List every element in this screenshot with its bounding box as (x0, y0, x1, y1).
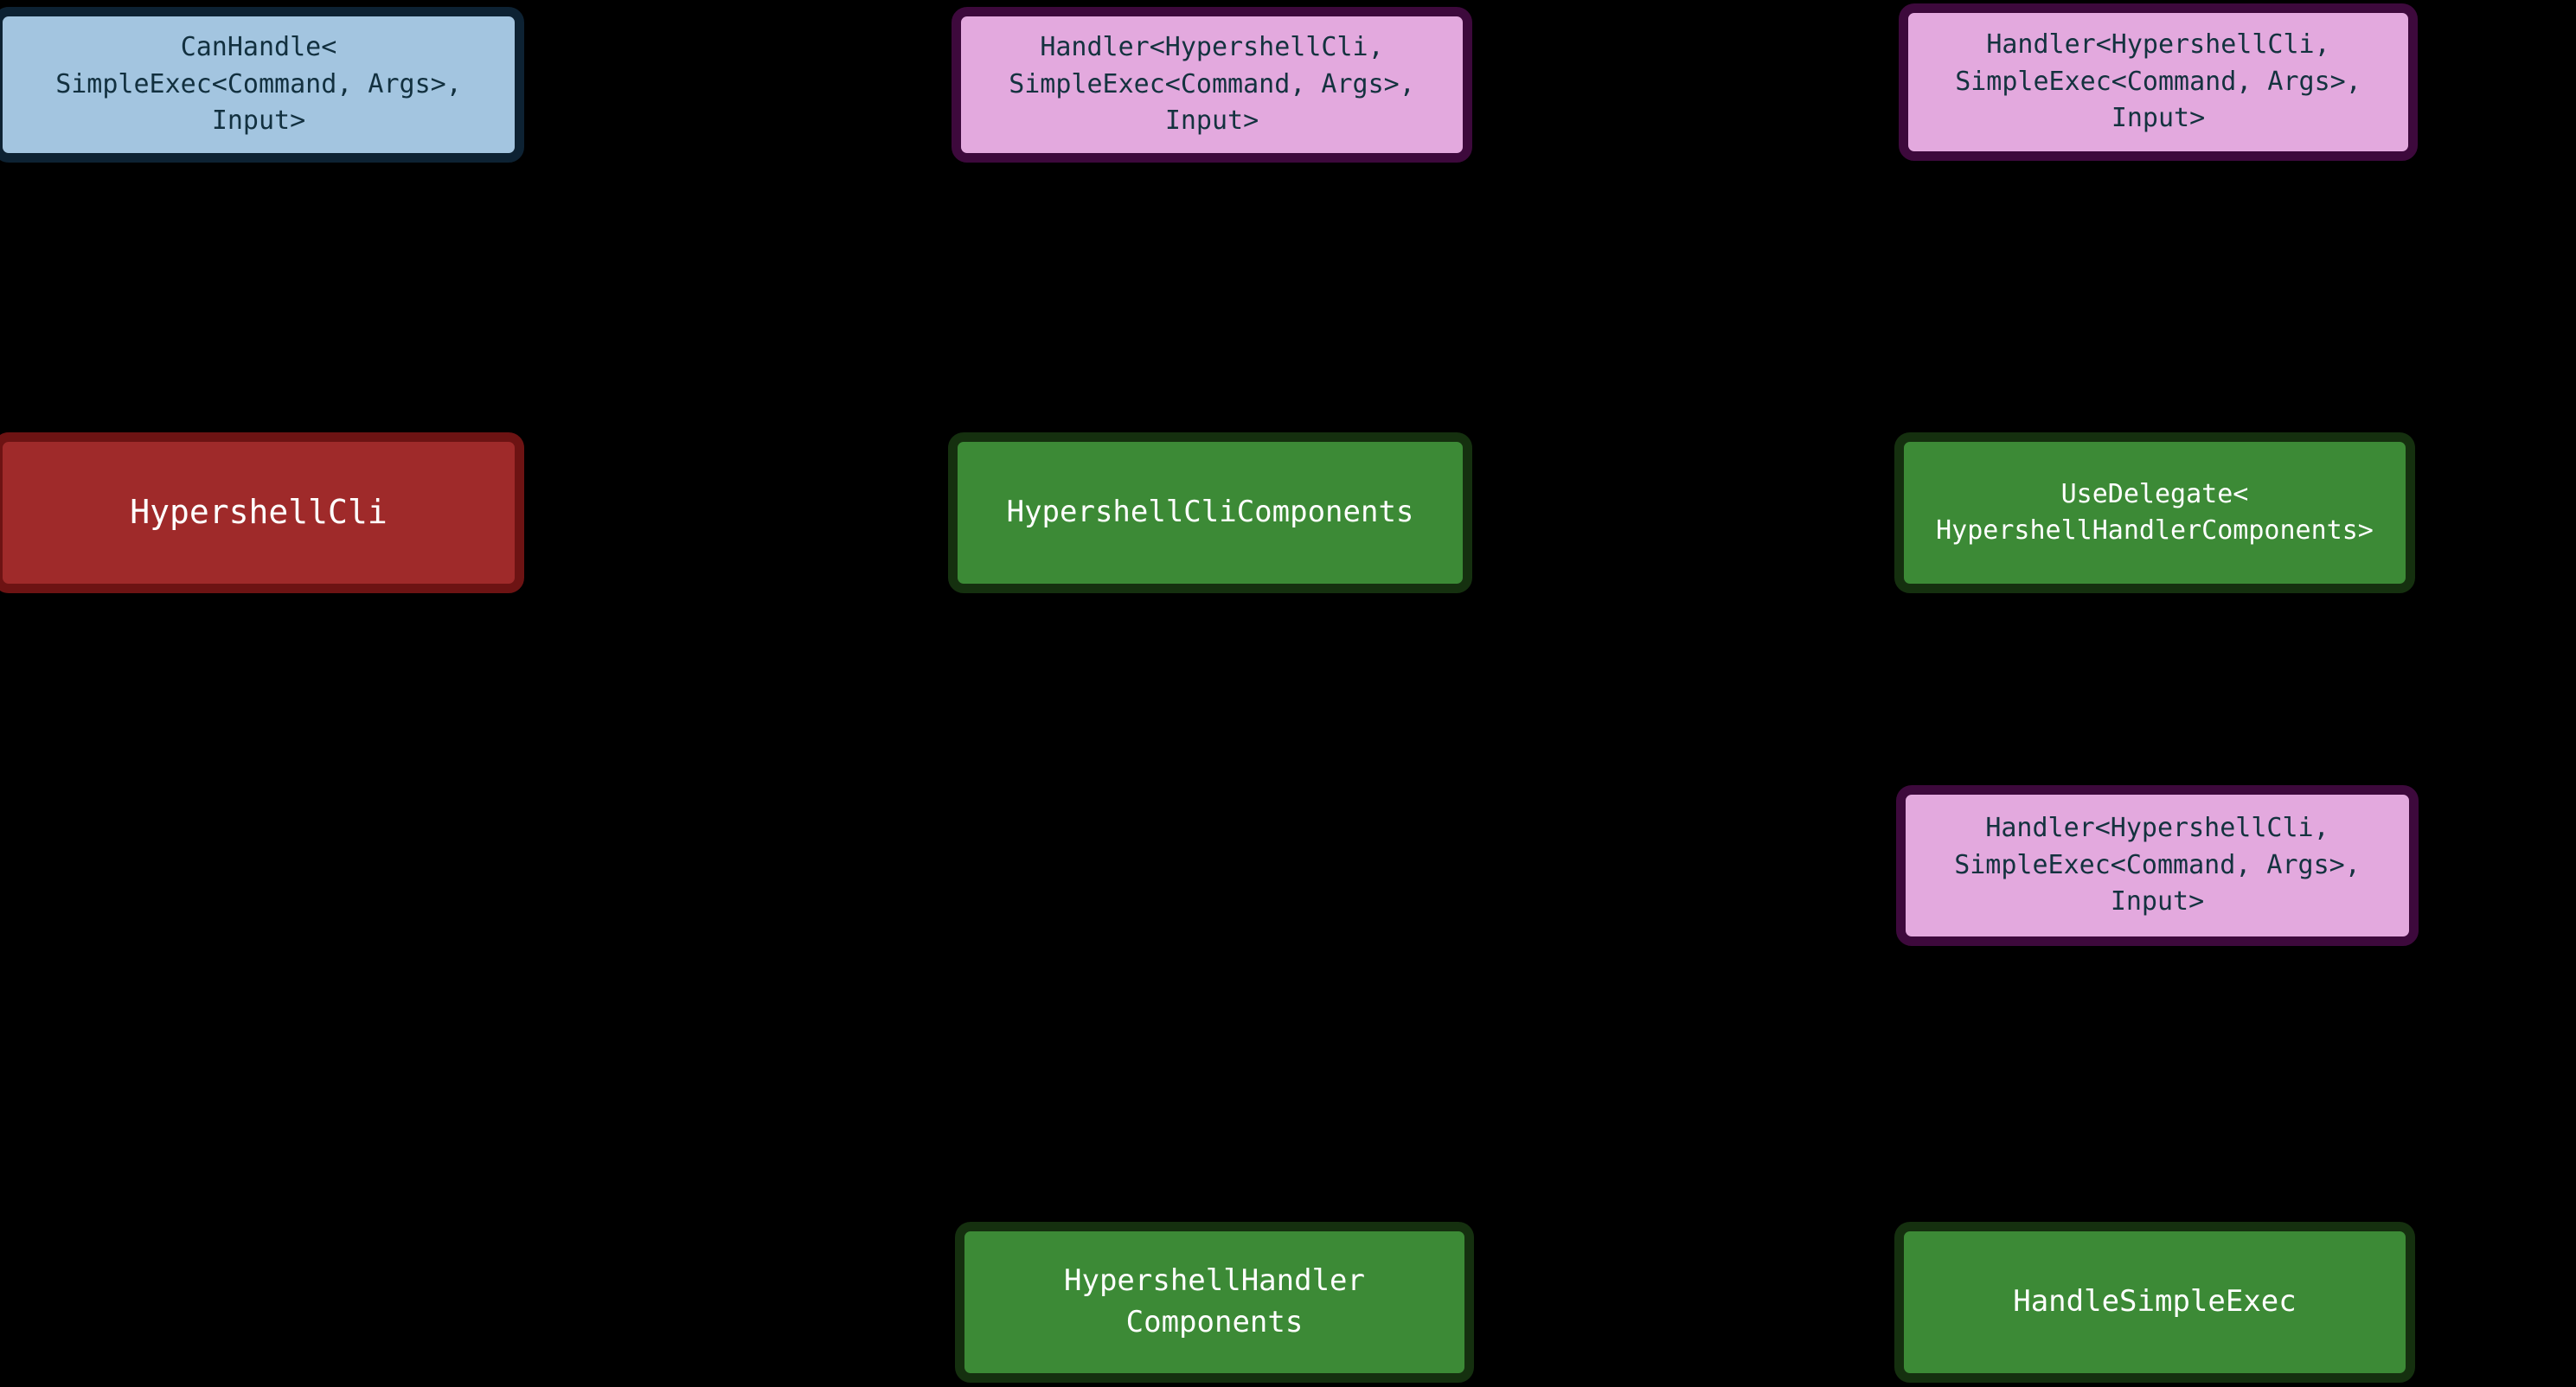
node-label: HypershellCliComponents (1006, 495, 1414, 530)
node-handler-hypershellcli-simpleexec-top-right[interactable]: Handler<HypershellCli, SimpleExec<Comman… (1899, 3, 2418, 161)
node-label: Handler<HypershellCli, SimpleExec<Comman… (1955, 29, 2361, 134)
node-handler-hypershellcli-simpleexec-top-mid[interactable]: Handler<HypershellCli, SimpleExec<Comman… (952, 7, 1472, 163)
node-label: Handler<HypershellCli, SimpleExec<Comman… (1009, 32, 1415, 137)
node-use-delegate-hypershell-handler-components[interactable]: UseDelegate< HypershellHandlerComponents… (1894, 432, 2415, 593)
node-label: HypershellHandler Components (1064, 1263, 1365, 1339)
node-label: Handler<HypershellCli, SimpleExec<Comman… (1954, 813, 2361, 917)
node-can-handle-simple-exec[interactable]: CanHandle< SimpleExec<Command, Args>, In… (0, 7, 524, 163)
node-label: HypershellCli (130, 493, 388, 532)
node-label: CanHandle< SimpleExec<Command, Args>, In… (55, 32, 462, 137)
node-hypershell-handler-components[interactable]: HypershellHandler Components (955, 1222, 1474, 1383)
node-handle-simple-exec[interactable]: HandleSimpleExec (1894, 1222, 2415, 1383)
node-label: HandleSimpleExec (2013, 1284, 2297, 1320)
node-hypershellcli-components[interactable]: HypershellCliComponents (948, 432, 1472, 593)
node-handler-hypershellcli-simpleexec-mid-right[interactable]: Handler<HypershellCli, SimpleExec<Comman… (1896, 785, 2419, 946)
node-label: UseDelegate< HypershellHandlerComponents… (1936, 479, 2374, 546)
node-hypershellcli[interactable]: HypershellCli (0, 432, 524, 593)
